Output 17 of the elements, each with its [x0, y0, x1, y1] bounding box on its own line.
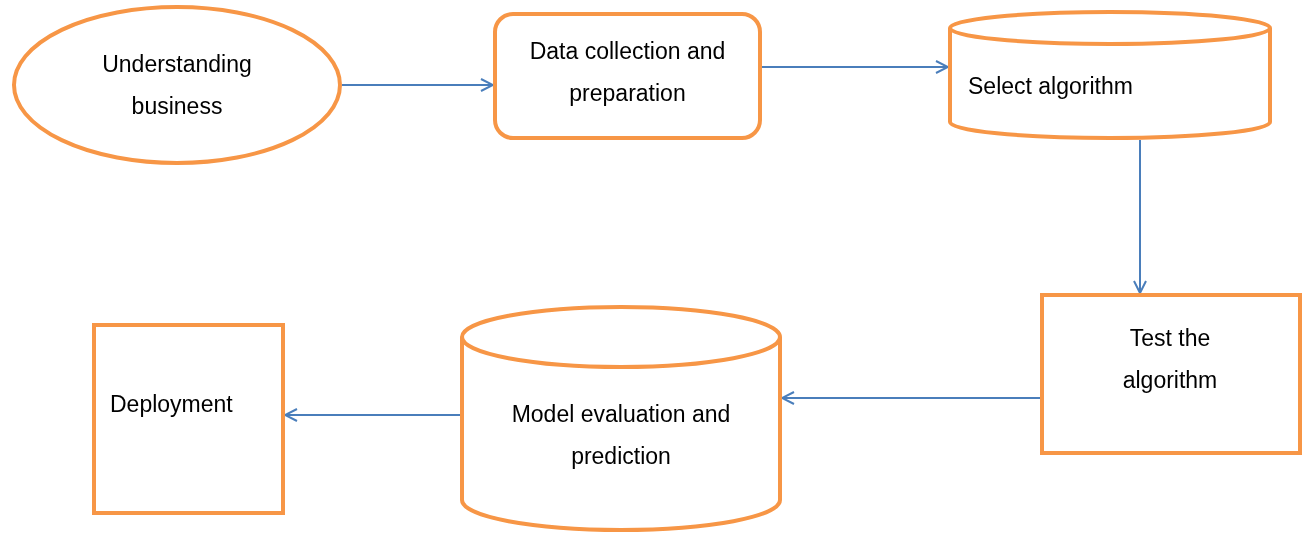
ellipse-node	[12, 5, 342, 165]
node-label: Deployment	[110, 390, 234, 419]
node-label: Data collection and preparation	[528, 37, 727, 108]
process-box	[1040, 293, 1302, 455]
node-label: Test the algorithm	[1121, 324, 1219, 395]
process-box	[92, 323, 285, 515]
process-box	[493, 12, 762, 140]
node-label: Understanding business	[101, 50, 253, 121]
arrow	[1133, 139, 1147, 294]
arrow	[284, 408, 461, 422]
node-label: Select algorithm	[968, 72, 1134, 101]
arrow	[761, 60, 949, 74]
cylinder-node	[948, 10, 1272, 140]
cylinder-node	[460, 305, 782, 532]
arrow	[781, 391, 1041, 405]
arrow	[341, 78, 494, 92]
node-label: Model evaluation and prediction	[510, 400, 732, 471]
